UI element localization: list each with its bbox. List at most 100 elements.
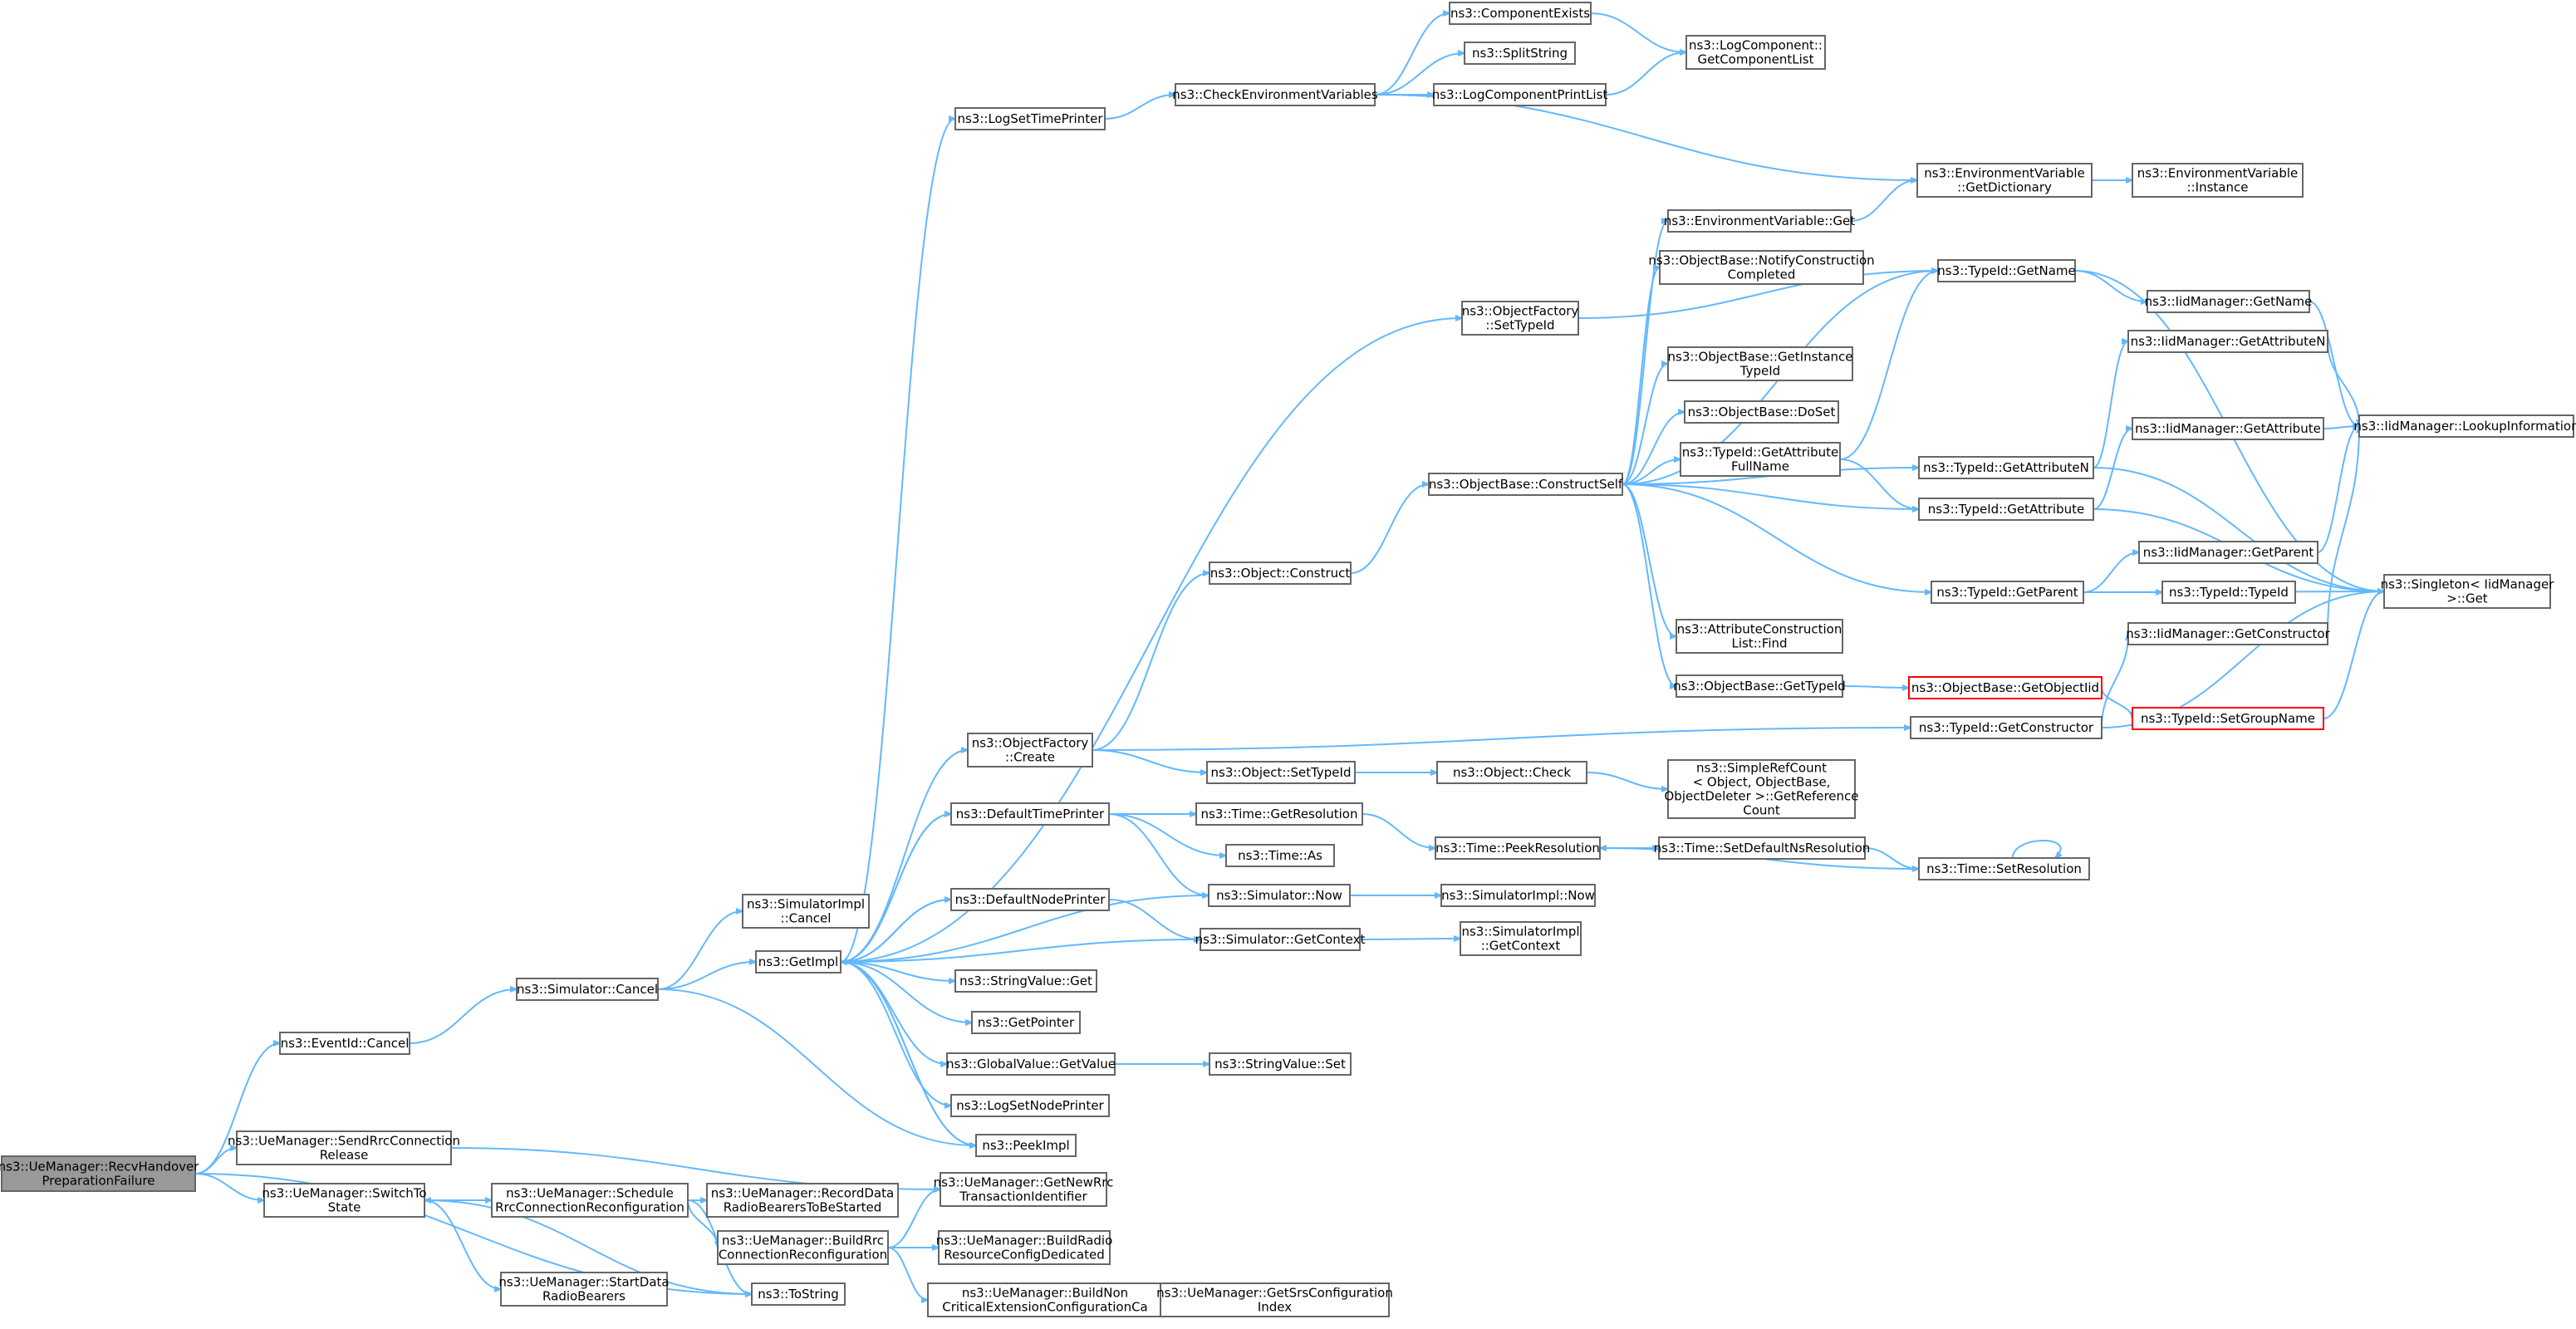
- node-label-line: ns3::Object::SetTypeId: [1211, 765, 1352, 780]
- node-logcomponent-getlist[interactable]: ns3::LogComponent::GetComponentList: [1685, 35, 1826, 70]
- node-log-component-print-list[interactable]: ns3::LogComponentPrintList: [1432, 83, 1608, 106]
- node-schedule-rrc[interactable]: ns3::UeManager::ScheduleRrcConnectionRec…: [491, 1183, 689, 1218]
- node-label-line: ns3::ObjectFactory: [972, 735, 1089, 750]
- node-label-line: ns3::Time::As: [1238, 848, 1322, 863]
- node-label-line: ObjectDeleter >::GetReference: [1664, 788, 1858, 803]
- node-log-set-node-printer[interactable]: ns3::LogSetNodePrinter: [950, 1094, 1110, 1117]
- node-time-peekresolution[interactable]: ns3::Time::PeekResolution: [1435, 836, 1601, 860]
- node-label-line: RrcConnectionReconfiguration: [495, 1199, 684, 1214]
- node-box: [1160, 1282, 1390, 1317]
- call-edge-typeid_getconstructor-to-iid_getconstructor: [2101, 634, 2128, 728]
- node-simplerefcount[interactable]: ns3::SimpleRefCount< Object, ObjectBase,…: [1664, 759, 1859, 819]
- node-build-non-critical[interactable]: ns3::UeManager::BuildNonCriticalExtensio…: [927, 1282, 1163, 1317]
- node-time-setresolution[interactable]: ns3::Time::SetResolution: [1918, 857, 2090, 880]
- node-typeid-getconstructor[interactable]: ns3::TypeId::GetConstructor: [1910, 716, 2103, 739]
- node-label-line: ns3::PeekImpl: [982, 1138, 1069, 1153]
- node-record-data[interactable]: ns3::UeManager::RecordDataRadioBearersTo…: [706, 1183, 899, 1218]
- node-build-radio[interactable]: ns3::UeManager::BuildRadioResourceConfig…: [936, 1230, 1113, 1265]
- node-typeid-getattributen[interactable]: ns3::TypeId::GetAttributeN: [1918, 456, 2094, 479]
- call-edge-time_setdefaultns-to-time_setresolution: [1864, 847, 1919, 869]
- node-getpointer[interactable]: ns3::GetPointer: [971, 1011, 1081, 1034]
- node-label-line: >::Get: [2446, 591, 2488, 606]
- node-objfactory-settypeid[interactable]: ns3::ObjectFactory::SetTypeId: [1461, 301, 1579, 336]
- node-box: [1440, 884, 1596, 907]
- node-typeid-setgroupname[interactable]: ns3::TypeId::SetGroupName: [2132, 707, 2324, 730]
- node-log-set-time-printer[interactable]: ns3::LogSetTimePrinter: [954, 107, 1106, 130]
- node-typeid-getname[interactable]: ns3::TypeId::GetName: [1937, 259, 2076, 282]
- node-object-settypeid[interactable]: ns3::Object::SetTypeId: [1206, 761, 1356, 784]
- node-iid-getname[interactable]: ns3::IidManager::GetName: [2145, 290, 2313, 313]
- node-box: [706, 1183, 899, 1218]
- node-iid-getattributen[interactable]: ns3::IidManager::GetAttributeN: [2127, 330, 2328, 353]
- node-label-line: ns3::UeManager::RecvHandover: [0, 1159, 199, 1174]
- node-label-line: ns3::ObjectBase::ConstructSelf: [1429, 477, 1623, 492]
- node-iid-getattribute[interactable]: ns3::IidManager::GetAttribute: [2132, 417, 2324, 440]
- call-edges: [194, 13, 2384, 1300]
- node-label-line: ns3::LogComponent::: [1689, 37, 1823, 52]
- node-time-setdefaultns[interactable]: ns3::Time::SetDefaultNsResolution: [1654, 836, 1871, 860]
- node-objbase-getobjectiid[interactable]: ns3::ObjectBase::GetObjectIid: [1908, 676, 2103, 699]
- node-simulator-now[interactable]: ns3::Simulator::Now: [1208, 884, 1351, 907]
- call-edge-objbase_constructself-to-typeid_getattribute: [1622, 483, 1919, 509]
- node-peekimpl[interactable]: ns3::PeekImpl: [975, 1134, 1077, 1157]
- node-objfactory-create[interactable]: ns3::ObjectFactory::Create: [967, 733, 1093, 767]
- node-typeid-getparent[interactable]: ns3::TypeId::GetParent: [1931, 581, 2084, 604]
- node-iid-getconstructor[interactable]: ns3::IidManager::GetConstructor: [2126, 622, 2331, 645]
- node-typeid-getattribute[interactable]: ns3::TypeId::GetAttribute: [1918, 498, 2094, 521]
- node-singleton-get[interactable]: ns3::Singleton< IidManager>::Get: [2381, 574, 2555, 609]
- node-component-exists[interactable]: ns3::ComponentExists: [1449, 2, 1592, 25]
- node-box: [1684, 400, 1839, 424]
- node-label-line: ns3::ObjectBase::NotifyConstruction: [1648, 253, 1874, 267]
- node-objbase-constructself[interactable]: ns3::ObjectBase::ConstructSelf: [1428, 473, 1623, 496]
- node-stringvalue-set[interactable]: ns3::StringValue::Set: [1209, 1052, 1352, 1076]
- node-time-as[interactable]: ns3::Time::As: [1225, 844, 1335, 867]
- call-edge-iid_getname-to-iid_lookup: [2309, 301, 2359, 426]
- node-getimpl[interactable]: ns3::GetImpl: [755, 950, 841, 973]
- node-object-construct[interactable]: ns3::Object::Construct: [1209, 562, 1352, 585]
- node-simimpl-getcontext[interactable]: ns3::SimulatorImpl::GetContext: [1460, 921, 1582, 956]
- node-check-env[interactable]: ns3::CheckEnvironmentVariables: [1172, 83, 1378, 106]
- node-root[interactable]: ns3::UeManager::RecvHandoverPreparationF…: [0, 1155, 199, 1192]
- call-edge-getimpl-to-stringvalue_get: [840, 961, 955, 981]
- node-simulator-getcontext[interactable]: ns3::Simulator::GetContext: [1195, 928, 1366, 951]
- node-label-line: ns3::LogComponentPrintList: [1432, 87, 1608, 102]
- node-default-node-printer[interactable]: ns3::DefaultNodePrinter: [950, 888, 1110, 911]
- node-get-new-rrc[interactable]: ns3::UeManager::GetNewRrcTransactionIden…: [934, 1172, 1114, 1207]
- node-time-getresolution[interactable]: ns3::Time::GetResolution: [1195, 802, 1363, 826]
- node-default-time-printer[interactable]: ns3::DefaultTimePrinter: [950, 802, 1110, 826]
- node-iid-lookup[interactable]: ns3::IidManager::LookupInformation: [2353, 414, 2576, 438]
- node-splitstring[interactable]: ns3::SplitString: [1464, 42, 1576, 65]
- call-edge-root-to-send_rrc_release: [194, 1148, 237, 1175]
- node-envvar-instance[interactable]: ns3::EnvironmentVariable::Instance: [2132, 163, 2304, 198]
- node-globalvalue-getvalue[interactable]: ns3::GlobalValue::GetValue: [946, 1052, 1116, 1076]
- node-simimpl-now[interactable]: ns3::SimulatorImpl::Now: [1440, 884, 1596, 907]
- node-sim-cancel[interactable]: ns3::Simulator::Cancel: [516, 978, 659, 1001]
- node-label-line: ns3::UeManager::BuildNon: [962, 1285, 1128, 1300]
- node-envvar-get[interactable]: ns3::EnvironmentVariable::Get: [1664, 209, 1855, 233]
- node-objbase-gettypeid[interactable]: ns3::ObjectBase::GetTypeId: [1673, 674, 1846, 698]
- node-object-check[interactable]: ns3::Object::Check: [1436, 761, 1587, 784]
- node-objbase-notify[interactable]: ns3::ObjectBase::NotifyConstructionCompl…: [1648, 250, 1875, 285]
- node-objbase-doset[interactable]: ns3::ObjectBase::DoSet: [1684, 400, 1839, 424]
- node-iid-getparent[interactable]: ns3::IidManager::GetParent: [2138, 541, 2318, 564]
- call-edge-objbase_constructself-to-objbase_notify: [1622, 267, 1660, 485]
- node-box: [967, 733, 1093, 767]
- node-label-line: ns3::EnvironmentVariable: [2137, 165, 2298, 180]
- node-stringvalue-get[interactable]: ns3::StringValue::Get: [954, 969, 1097, 993]
- node-label-line: ns3::ObjectBase::GetInstance: [1668, 349, 1853, 364]
- node-box: [516, 978, 659, 1001]
- node-label-line: ns3::UeManager::GetNewRrc: [934, 1175, 1114, 1189]
- node-tostring[interactable]: ns3::ToString: [751, 1282, 846, 1306]
- node-typeid-typeid[interactable]: ns3::TypeId::TypeId: [2161, 581, 2296, 604]
- node-eventid-cancel[interactable]: ns3::EventId::Cancel: [279, 1032, 410, 1055]
- node-simimpl-cancel[interactable]: ns3::SimulatorImpl::Cancel: [742, 894, 870, 929]
- node-build-rrc[interactable]: ns3::UeManager::BuildRrcConnectionReconf…: [717, 1230, 889, 1265]
- node-envvar-getdictionary[interactable]: ns3::EnvironmentVariable::GetDictionary: [1916, 163, 2093, 198]
